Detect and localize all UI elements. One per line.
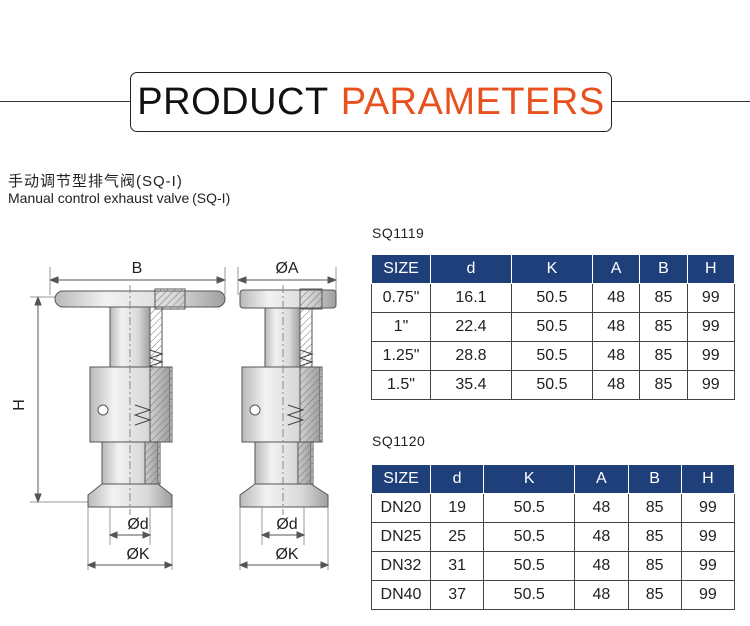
column-header: A (591, 254, 641, 284)
title-rule-left (0, 101, 130, 102)
dim-label-d-side: Ød (276, 516, 297, 533)
section-title: PRODUCT PARAMETERS (130, 72, 612, 132)
table-cell: 50.5 (510, 312, 593, 342)
table-row: 1.5" 35.4 50.5 48 85 99 (371, 370, 736, 400)
table-cell: 99 (680, 493, 736, 523)
table-cell: 0.75" (371, 283, 431, 313)
spec-table-sq1120: SIZE d K A B H DN20 19 50.5 48 85 99 DN2… (371, 464, 736, 610)
title-part-2: PARAMETERS (340, 80, 605, 123)
dim-label-d: Ød (127, 516, 148, 533)
table-cell: 85 (627, 551, 682, 581)
table-cell: 50.5 (483, 493, 576, 523)
column-header: SIZE (371, 464, 431, 494)
table-cell: 85 (639, 341, 688, 371)
table-cell: DN40 (371, 580, 431, 610)
column-header: H (680, 464, 736, 494)
table-row: DN20 19 50.5 48 85 99 (371, 493, 736, 523)
table-cell: 85 (639, 370, 688, 400)
table-cell: 85 (627, 493, 682, 523)
table-cell: 50.5 (510, 283, 593, 313)
column-header: d (430, 254, 512, 284)
table-cell: 99 (686, 283, 736, 313)
table-cell: 99 (686, 312, 736, 342)
dim-label-h: H (11, 399, 28, 411)
table-cell: 22.4 (430, 312, 512, 342)
table-cell: DN25 (371, 522, 431, 552)
column-header: SIZE (371, 254, 431, 284)
dim-label-k: ØK (126, 546, 149, 563)
table-cell: 25 (429, 522, 485, 552)
table-cell: 99 (680, 551, 736, 581)
table-header-row: SIZE d K A B H (371, 254, 736, 284)
table-cell: 85 (627, 522, 682, 552)
table-cell: 50.5 (510, 370, 593, 400)
table-cell: DN20 (371, 493, 431, 523)
table-cell: 48 (574, 493, 629, 523)
dim-label-a: ØA (275, 260, 298, 277)
product-name-en: Manual control exhaust valve (SQ-I) (8, 190, 231, 206)
valve-technical-drawing: B H Ød ØK Ø (11, 260, 338, 570)
table-cell: 19 (429, 493, 485, 523)
table-cell: 99 (680, 522, 736, 552)
table-row: DN40 37 50.5 48 85 99 (371, 580, 736, 610)
table-cell: 48 (574, 580, 629, 610)
side-section-view (236, 267, 338, 570)
title-rule-right (612, 101, 750, 102)
dim-label-k-side: ØK (275, 546, 298, 563)
table-cell: 31 (429, 551, 485, 581)
column-header: H (686, 254, 736, 284)
table-cell: 35.4 (430, 370, 512, 400)
column-header: d (429, 464, 485, 494)
table-cell: 48 (574, 551, 629, 581)
table-row: 1.25" 28.8 50.5 48 85 99 (371, 341, 736, 371)
column-header: K (510, 254, 593, 284)
dim-label-b: B (132, 260, 143, 277)
table-cell: 48 (574, 522, 629, 552)
table-cell: 99 (686, 341, 736, 371)
table-cell: 48 (591, 341, 641, 371)
column-header: K (483, 464, 576, 494)
table-cell: 48 (591, 283, 641, 313)
model-label-sq1120: SQ1120 (372, 433, 426, 449)
table-row: DN32 31 50.5 48 85 99 (371, 551, 736, 581)
column-header: B (639, 254, 688, 284)
front-section-view (30, 267, 227, 570)
table-cell: 50.5 (483, 580, 576, 610)
table-cell: 1.25" (371, 341, 431, 371)
table-cell: 85 (639, 283, 688, 313)
table-cell: 50.5 (483, 551, 576, 581)
table-cell: DN32 (371, 551, 431, 581)
table-cell: 48 (591, 312, 641, 342)
table-row: 1" 22.4 50.5 48 85 99 (371, 312, 736, 342)
table-cell: 99 (686, 370, 736, 400)
table-cell: 1.5" (371, 370, 431, 400)
table-cell: 16.1 (430, 283, 512, 313)
table-header-row: SIZE d K A B H (371, 464, 736, 494)
table-cell: 50.5 (483, 522, 576, 552)
table-cell: 37 (429, 580, 485, 610)
table-cell: 85 (627, 580, 682, 610)
table-row: DN25 25 50.5 48 85 99 (371, 522, 736, 552)
table-cell: 28.8 (430, 341, 512, 371)
table-row: 0.75" 16.1 50.5 48 85 99 (371, 283, 736, 313)
table-cell: 99 (680, 580, 736, 610)
title-part-1: PRODUCT (137, 80, 329, 123)
table-cell: 1" (371, 312, 431, 342)
table-cell: 85 (639, 312, 688, 342)
product-name-cn: 手动调节型排气阀(SQ-I) (8, 173, 183, 190)
table-cell: 50.5 (510, 341, 593, 371)
model-label-sq1119: SQ1119 (372, 225, 425, 241)
column-header: B (627, 464, 682, 494)
column-header: A (574, 464, 629, 494)
table-cell: 48 (591, 370, 641, 400)
spec-table-sq1119: SIZE d K A B H 0.75" 16.1 50.5 48 85 99 … (371, 254, 736, 400)
